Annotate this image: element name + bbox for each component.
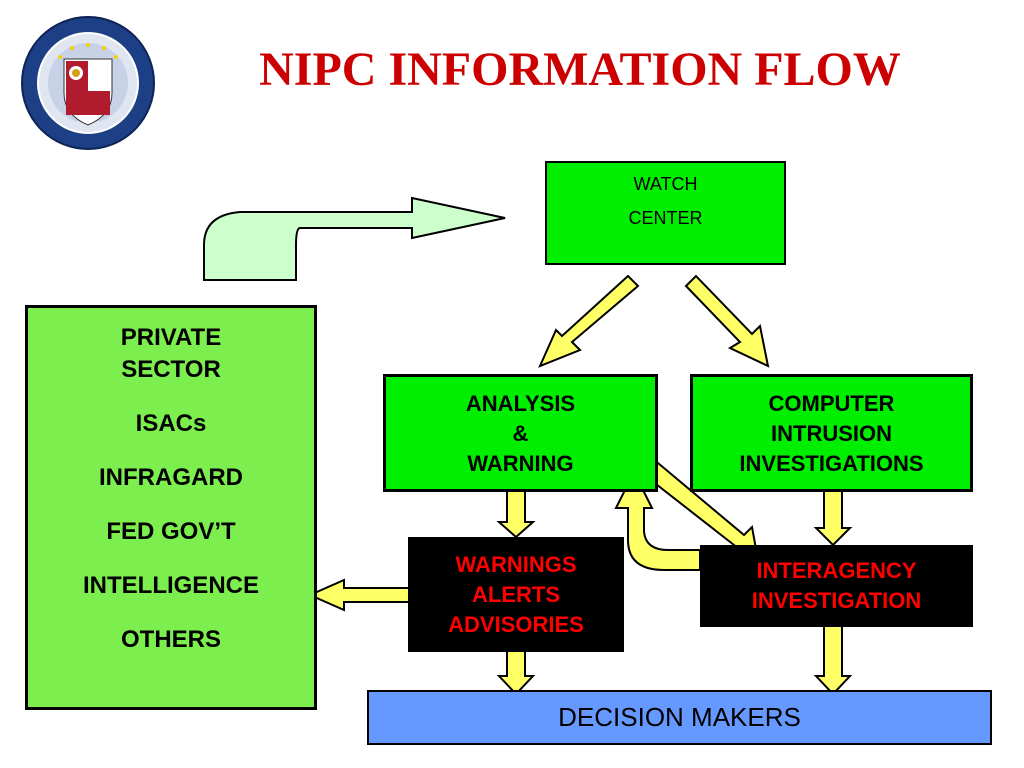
arrow-analysis-to-warnings: [496, 487, 536, 539]
private-line1: PRIVATE: [120, 324, 222, 351]
computer-line1: COMPUTER: [768, 391, 895, 416]
interagency-investigation-box: INTERAGENCY INVESTIGATION: [700, 545, 973, 627]
arrow-warnings-to-private: [307, 578, 416, 612]
private-item-isacs: ISACs: [135, 410, 207, 437]
arrow-watch-to-analysis: [538, 274, 640, 368]
analysis-warning-box: ANALYSIS & WARNING: [383, 374, 658, 492]
decision-label: DECISION MAKERS: [558, 702, 801, 732]
arrow-private-to-watch: [203, 196, 506, 281]
computer-line3: INVESTIGATIONS: [739, 451, 924, 476]
watch-line2: CENTER: [628, 208, 703, 228]
interagency-line1: INTERAGENCY: [756, 558, 917, 583]
warnings-alerts-box: WARNINGS ALERTS ADVISORIES: [408, 537, 624, 652]
analysis-line2: &: [512, 421, 529, 446]
analysis-line1: ANALYSIS: [465, 391, 576, 416]
private-sector-box: PRIVATE SECTOR ISACs INFRAGARD FED GOV’T…: [25, 305, 317, 710]
private-item-intelligence: INTELLIGENCE: [82, 572, 259, 599]
computer-intrusion-box: COMPUTER INTRUSION INVESTIGATIONS: [690, 374, 973, 492]
interagency-line2: INVESTIGATION: [751, 588, 922, 613]
arrow-watch-to-computer: [684, 274, 770, 368]
warnings-line3: ADVISORIES: [448, 611, 584, 637]
private-item-fed-govt: FED GOV’T: [106, 518, 236, 545]
private-item-infragard: INFRAGARD: [99, 464, 243, 491]
arrow-interagency-to-decision: [813, 617, 853, 696]
watch-center-box: WATCH CENTER: [545, 161, 786, 265]
analysis-line3: WARNING: [467, 451, 574, 476]
warnings-line2: ALERTS: [472, 581, 560, 607]
arrow-computer-to-interagency: [813, 487, 853, 547]
private-item-others: OTHERS: [120, 626, 221, 653]
page-title: NIPC INFORMATION FLOW: [259, 43, 901, 96]
decision-makers-box: DECISION MAKERS: [367, 690, 992, 745]
computer-line2: INTRUSION: [771, 421, 892, 446]
watch-line1: WATCH: [633, 174, 698, 194]
warnings-line1: WARNINGS: [455, 551, 577, 577]
private-line2: SECTOR: [121, 356, 221, 383]
nipc-seal-logo: [21, 16, 155, 150]
